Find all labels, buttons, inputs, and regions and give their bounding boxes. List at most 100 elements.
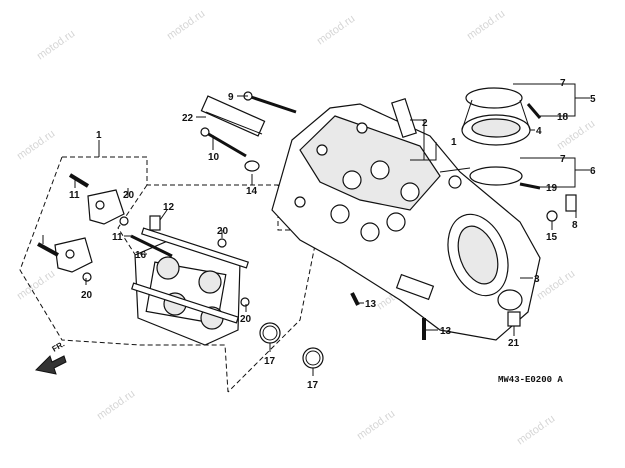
callout-7: 7 — [560, 78, 566, 89]
leader-line — [410, 142, 437, 161]
clamp-band-7 — [469, 166, 523, 186]
leader-line — [520, 157, 590, 171]
rocker-pivot — [65, 249, 75, 259]
boundary-line — [62, 156, 318, 231]
rocker-arms — [54, 189, 125, 273]
leader-lines — [42, 83, 590, 376]
callout-13: 13 — [440, 326, 452, 337]
cam-journal — [360, 222, 380, 242]
callout-2: 2 — [422, 118, 428, 129]
callout-6: 6 — [590, 166, 596, 177]
holder-bore — [156, 256, 180, 280]
watermark: motod.ru — [95, 388, 137, 423]
cam-journal — [386, 212, 406, 232]
temp-sensor-8 — [565, 194, 577, 212]
edge-line — [439, 167, 471, 173]
boundary-line — [117, 184, 148, 271]
intake-port — [457, 225, 499, 285]
bolt-boss — [316, 144, 328, 156]
callout-8: 8 — [572, 220, 578, 231]
o-ring-inner — [262, 325, 278, 341]
dowel-12 — [149, 215, 161, 231]
bolt-boss — [294, 196, 306, 208]
callout-17: 17 — [264, 356, 276, 367]
callout-16: 16 — [135, 250, 147, 261]
clamp-screw-18 — [526, 103, 542, 119]
intake-rubber-inner — [471, 118, 521, 138]
cam-journal — [342, 170, 362, 190]
front-arrow-icon — [34, 355, 67, 375]
collar-2 — [391, 97, 417, 139]
boundary-line — [227, 229, 319, 393]
watermark: motod.ru — [355, 408, 397, 443]
leader-line — [159, 209, 168, 221]
watermark: motod.ru — [515, 413, 557, 448]
callout-3: 3 — [534, 274, 540, 285]
callout-15: 15 — [546, 232, 558, 243]
callout-4: 4 — [536, 126, 542, 137]
pin-20 — [217, 238, 227, 248]
cam-journal — [330, 204, 350, 224]
callout-11: 11 — [112, 232, 123, 243]
callout-22: 22 — [182, 113, 194, 124]
callout-19: 19 — [546, 183, 558, 194]
boundary-line — [19, 156, 229, 393]
intake-components — [461, 87, 542, 190]
washer-15 — [546, 210, 558, 222]
bolt-10 — [204, 130, 247, 158]
fitting-boss — [448, 175, 462, 189]
watermark: motod.ru — [165, 8, 207, 43]
clamp-band-7 — [465, 87, 523, 109]
gasket-14 — [244, 160, 260, 172]
bolt-head — [200, 127, 210, 137]
plug-ridge — [205, 111, 263, 135]
rocker-pivot — [95, 200, 105, 210]
callout-5: 5 — [590, 94, 596, 105]
watermark: motod.ru — [35, 28, 77, 63]
cam-journal — [400, 182, 420, 202]
pin-20 — [82, 272, 92, 282]
lower-flange — [395, 273, 435, 301]
rocker-arm — [87, 189, 125, 225]
watermark: motod.ru — [535, 268, 577, 303]
leader-line — [513, 83, 590, 99]
watermark: motod.ru — [15, 128, 57, 163]
rubber-edge — [461, 99, 473, 131]
callout-13: 13 — [365, 299, 377, 310]
rubber-edge — [519, 99, 531, 131]
clamp-screw-19 — [519, 182, 541, 190]
pin-20 — [240, 297, 250, 307]
callout-20: 20 — [81, 290, 93, 301]
bolt-9 — [247, 94, 297, 114]
leader-line — [540, 170, 576, 188]
port-flange — [497, 289, 523, 311]
callout-9: 9 — [228, 92, 234, 103]
leader-line — [410, 119, 425, 160]
bolt-11 — [37, 242, 59, 257]
callout-7: 7 — [560, 154, 566, 165]
bolt-16 — [130, 234, 173, 258]
callout-labels: 1 1 2 3 4 5 6 7 7 8 9 10 11 11 12 13 13 … — [69, 78, 596, 391]
holder-bore — [198, 270, 222, 294]
pin-20 — [119, 216, 129, 226]
cap-21 — [507, 311, 521, 327]
direction-label: FR. — [51, 339, 67, 353]
o-ring-inner — [305, 350, 321, 366]
leader-line — [540, 98, 576, 117]
callout-14: 14 — [246, 186, 258, 197]
callout-20: 20 — [123, 190, 135, 201]
cam-journal — [370, 160, 390, 180]
callout-1: 1 — [451, 137, 457, 148]
holder-rail — [131, 282, 239, 324]
assembly-boundary — [19, 140, 319, 393]
cylinder-head — [271, 103, 541, 341]
spark-plug — [200, 95, 266, 137]
watermark: motod.ru — [465, 8, 507, 43]
callout-12: 12 — [163, 202, 175, 213]
cam-holder — [131, 227, 249, 346]
callout-10: 10 — [208, 152, 220, 163]
callout-17: 17 — [307, 380, 319, 391]
spark-plug-group — [200, 95, 266, 172]
